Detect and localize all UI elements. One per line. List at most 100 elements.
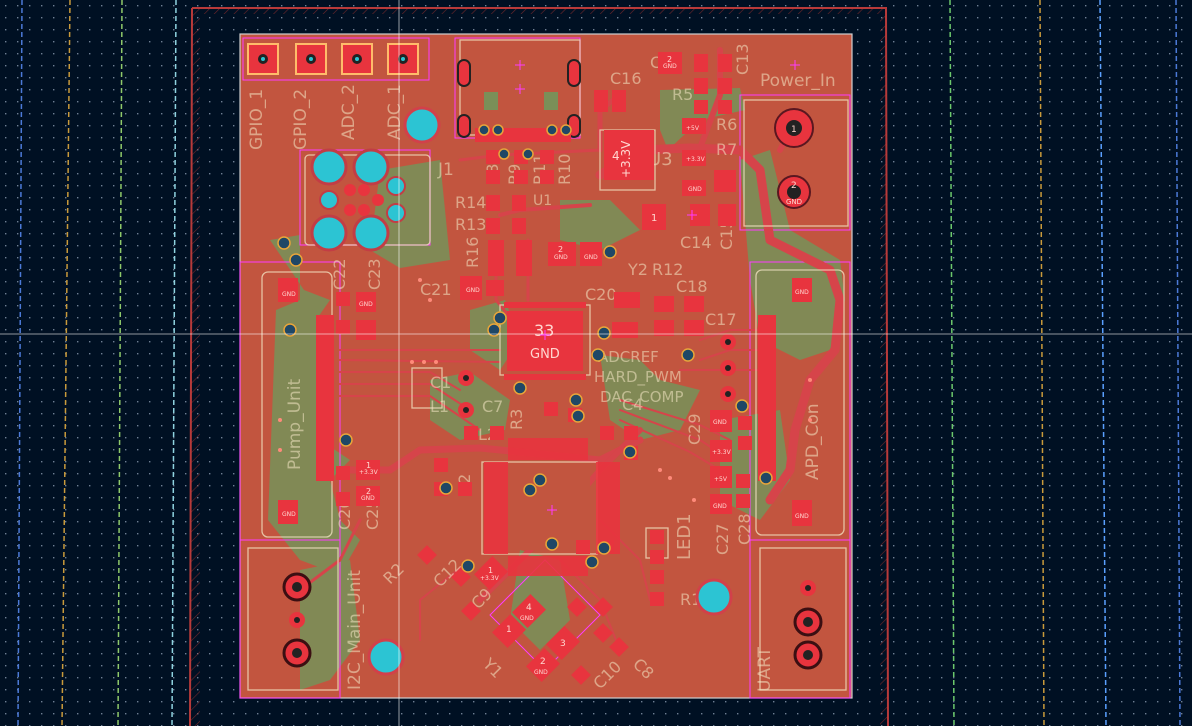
label-c17: C17 (705, 310, 737, 329)
pad-label-gnd-9: GND (282, 511, 296, 518)
label-c26: C26 (335, 498, 354, 530)
label-gpio-2: GPIO_2 (291, 89, 311, 150)
label-c7: C7 (482, 397, 503, 416)
label-c21: C21 (420, 280, 452, 299)
pad-net-labels: GND 2 +5V +3.3V GND GND 2 GND GND GND GN… (282, 55, 809, 676)
pad-label-gnd-6: GND (282, 291, 296, 298)
smd-pads[interactable] (278, 52, 812, 685)
power-pad-gnd: GND (786, 198, 802, 206)
regulator-pad-net: +3.3V (619, 140, 633, 178)
label-r7: R7 (716, 140, 737, 159)
pad-label-33-1: +3.3V (686, 156, 706, 163)
vias[interactable] (277, 124, 773, 573)
label-r13: R13 (455, 215, 486, 234)
header-pads[interactable] (247, 43, 419, 75)
mounting-holes[interactable] (367, 106, 733, 676)
label-r12: R12 (652, 260, 683, 279)
tqfp-chip[interactable] (484, 438, 620, 576)
pad-label-gnd-15: GND (534, 669, 548, 676)
anchor-markers (515, 60, 800, 515)
label-dac-comp: DAC_COMP (600, 388, 684, 407)
label-power: Power_In (760, 71, 836, 91)
pad-label-5v-1: +5V (686, 125, 700, 132)
mcu-qfn[interactable]: 33 GND (504, 302, 586, 380)
power-jack[interactable]: 1 2 GND (774, 108, 814, 209)
label-c14: C14 (680, 233, 712, 252)
pad-label-33-4: +3.3V (480, 575, 500, 582)
j1-connector[interactable] (310, 148, 406, 252)
label-c4: C4 (622, 395, 643, 414)
pad-label-gnd-14: GND (520, 615, 534, 622)
regulator-pad-number: 4 (612, 149, 620, 163)
pad-label-1-3: 1 (506, 625, 512, 635)
label-uart: UART (755, 646, 775, 692)
label-r14: R14 (455, 193, 486, 212)
label-hard-pwm: HARD_PWM (594, 368, 682, 387)
label-c13: C13 (733, 43, 752, 75)
label-c15: C15 (717, 218, 736, 250)
label-adc-2: ADC_2 (339, 84, 359, 140)
label-c20: C20 (585, 285, 617, 304)
label-c25: C25 (363, 498, 382, 530)
pad-label-2-1: 2 (667, 55, 672, 64)
label-adcref: ADCREF (598, 348, 659, 366)
pad-label-gnd-10: GND (795, 289, 809, 296)
pad-label-gnd-3: GND (554, 254, 568, 261)
label-gpio-1: GPIO_1 (247, 89, 267, 150)
label-l1: L1 (430, 397, 449, 416)
label-i2c-main: I2C_Main_Unit (345, 570, 365, 690)
regulator[interactable]: 4 +3.3V 1 (604, 130, 666, 230)
label-r16: R16 (463, 237, 482, 268)
label-led1: LED1 (674, 513, 695, 560)
label-c23: C23 (365, 258, 384, 290)
mcu-pad-number: 33 (534, 321, 554, 340)
pad-label-gnd-5: GND (466, 287, 480, 294)
usb-connector[interactable] (457, 59, 581, 142)
pad-label-5v-2: +5V (714, 476, 728, 483)
label-c29: C29 (685, 413, 704, 445)
pad-label-gnd-13: GND (713, 503, 727, 510)
layer-outlines (17, 0, 1181, 726)
label-j1: J1 (437, 160, 454, 180)
pad-label-4: 4 (526, 603, 532, 613)
pad-label-gnd-12: GND (713, 419, 727, 426)
label-c22: C22 (330, 258, 349, 290)
pad-label-gnd-1: GND (663, 63, 677, 70)
regulator-pad-1: 1 (651, 213, 657, 224)
label-y2: Y2 (627, 260, 648, 279)
label-r5: R5 (672, 85, 693, 104)
label-r3: R3 (507, 409, 526, 430)
pad-label-gnd-8: GND (361, 495, 375, 502)
label-adc-1: ADC_1 (385, 84, 405, 140)
pad-label-1-1: 1 (366, 461, 371, 470)
terminal-holes[interactable] (282, 334, 823, 670)
label-r10: R10 (555, 154, 574, 185)
via-dots (278, 278, 812, 502)
pad-label-3: 3 (560, 639, 566, 649)
pad-label-33-3: +3.3V (712, 449, 732, 456)
label-r6: R6 (716, 115, 737, 134)
pad-label-33-2: +3.3V (359, 469, 379, 476)
pad-label-gnd-11: GND (795, 513, 809, 520)
pad-label-2-2: 2 (558, 245, 563, 254)
pad-label-gnd-7: GND (359, 301, 373, 308)
mcu-pad-net: GND (530, 347, 560, 362)
label-c1: C1 (430, 373, 451, 392)
label-c16: C16 (610, 69, 642, 88)
pad-label-gnd-4: GND (584, 254, 598, 261)
label-u3: U3 (648, 149, 673, 170)
pad-label-gnd-2: GND (688, 186, 702, 193)
pad-label-1-2: 1 (488, 566, 493, 575)
pad-label-2-4: 2 (540, 657, 546, 667)
label-c27: C27 (713, 523, 732, 555)
label-c18: C18 (676, 277, 708, 296)
label-c28: C28 (735, 513, 754, 545)
power-pad-1: 1 (791, 125, 797, 135)
power-pad-2: 2 (791, 181, 797, 191)
pad-label-2-3: 2 (366, 487, 371, 496)
label-u1: U1 (533, 193, 552, 209)
label-pump-unit: Pump_Unit (285, 378, 305, 470)
label-apd-con: APD_Con (803, 403, 823, 480)
